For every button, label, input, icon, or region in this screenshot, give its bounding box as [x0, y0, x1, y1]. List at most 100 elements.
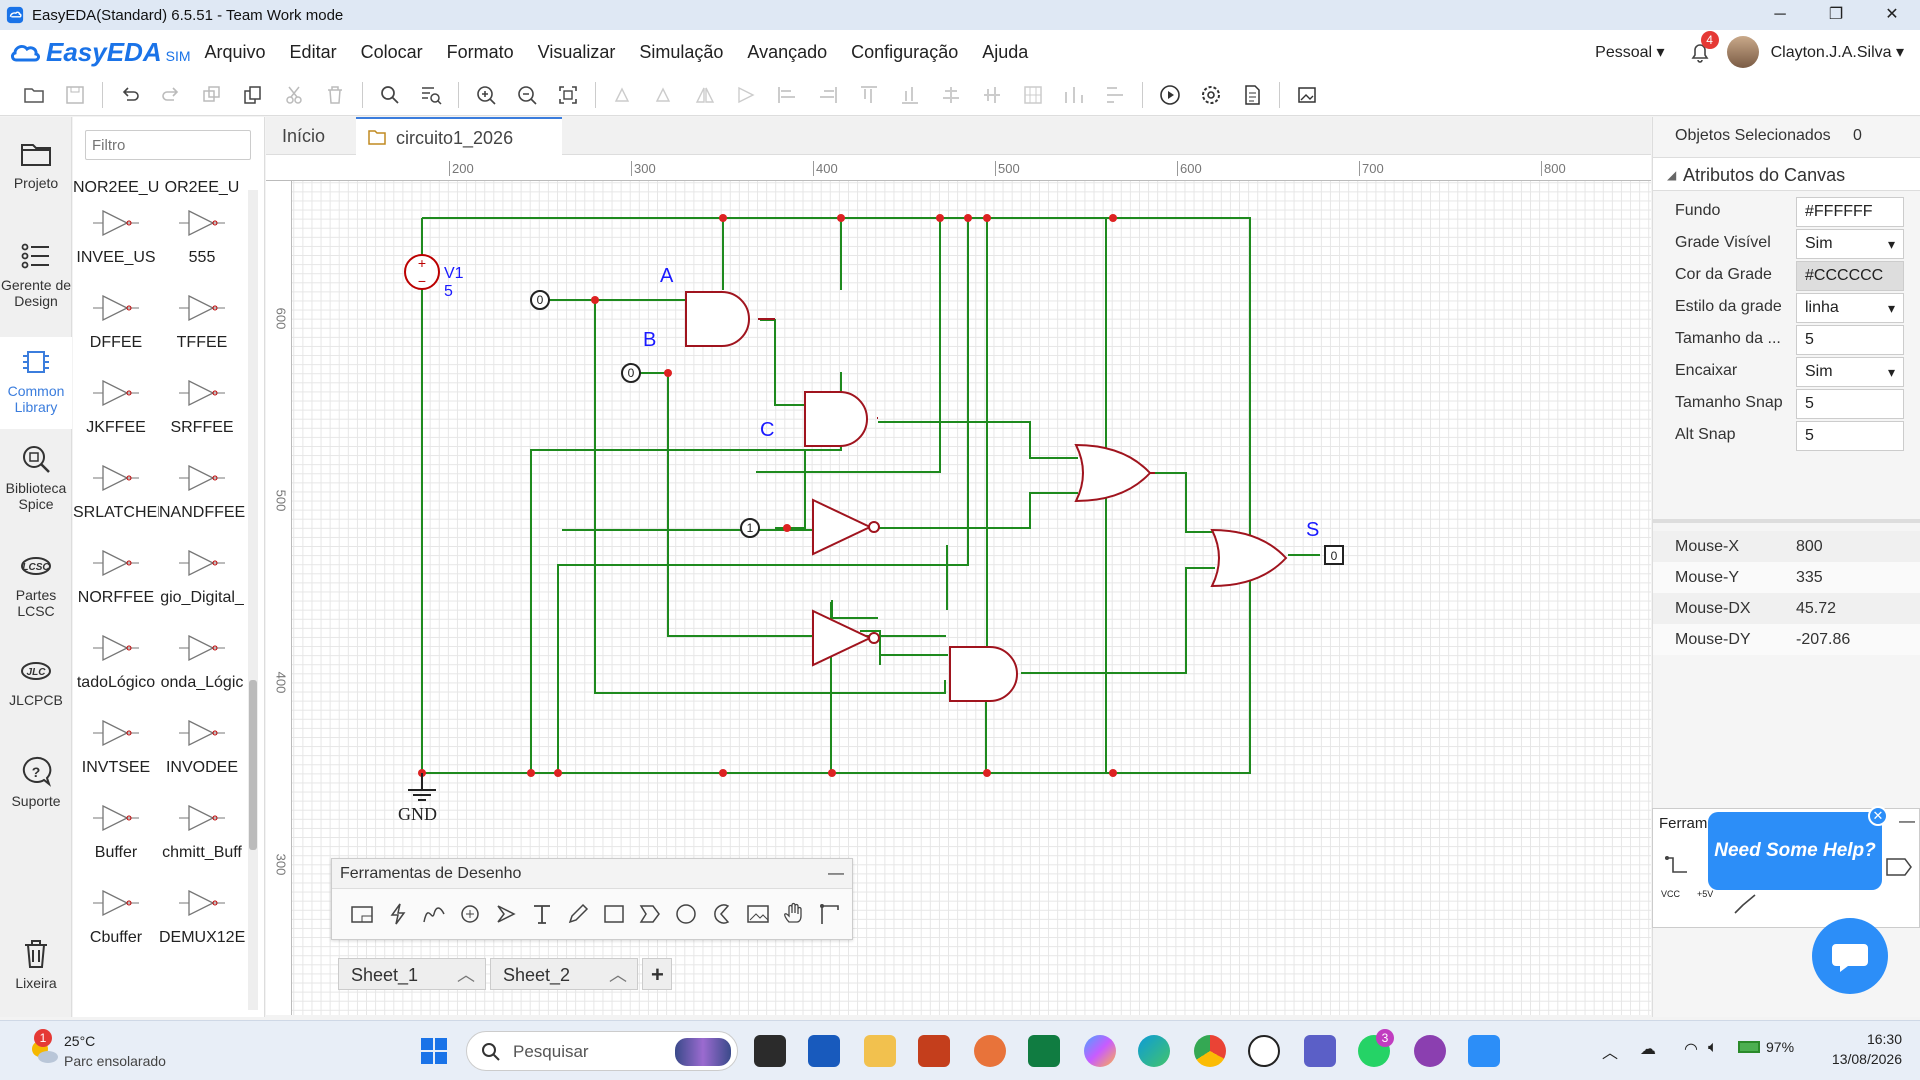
sheet-tab-2[interactable]: Sheet_2︿	[490, 958, 638, 990]
tab-circuito[interactable]: circuito1_2026	[356, 117, 562, 155]
tool-pan[interactable]	[776, 897, 812, 931]
nav-suporte[interactable]: ? Suporte	[0, 755, 72, 809]
teams-icon[interactable]	[1304, 1035, 1336, 1067]
tool-pie[interactable]	[704, 897, 740, 931]
export-image-button[interactable]	[1293, 81, 1321, 109]
library-item[interactable]: gio_Digital_	[159, 541, 245, 626]
property-value[interactable]: 5	[1796, 421, 1904, 451]
help-close-button[interactable]: ✕	[1868, 806, 1888, 826]
tool-image[interactable]	[740, 897, 776, 931]
library-item[interactable]: INVODEE	[159, 711, 245, 796]
menu-arquivo[interactable]: Arquivo	[204, 41, 266, 62]
tool-rectangle[interactable]	[596, 897, 632, 931]
wire-tool-icon[interactable]	[1663, 854, 1691, 878]
library-item[interactable]: NORFFEE	[73, 541, 159, 626]
library-item[interactable]: TFFEE	[159, 286, 245, 371]
distribute-v-button[interactable]	[1101, 81, 1129, 109]
close-button[interactable]: ✕	[1885, 6, 1899, 23]
library-item[interactable]: INVEE_US	[73, 201, 159, 286]
battery-icon[interactable]	[1738, 1041, 1760, 1053]
menu-editar[interactable]: Editar	[289, 41, 337, 62]
library-item[interactable]: onda_Lógic	[159, 626, 245, 711]
volume-icon[interactable]: 🔈︎	[1708, 1039, 1718, 1056]
notifications-button[interactable]: 4	[1687, 31, 1719, 65]
library-item[interactable]: JKFFEE	[73, 371, 159, 456]
tool-canvas-origin[interactable]	[812, 897, 848, 931]
library-item[interactable]: DFFEE	[73, 286, 159, 371]
property-value[interactable]: Sim	[1796, 357, 1904, 387]
nav-partes-lcsc[interactable]: LCSC Partes LCSC	[0, 549, 72, 619]
save-button[interactable]	[61, 81, 89, 109]
ferram-minimize[interactable]: —	[1899, 813, 1915, 830]
tool-ellipse[interactable]	[668, 897, 704, 931]
align-center-v-button[interactable]	[978, 81, 1006, 109]
property-value[interactable]: linha	[1796, 293, 1904, 323]
logic-gates[interactable]	[685, 291, 1288, 702]
drawing-tools-minimize[interactable]: —	[828, 865, 844, 882]
copilot-icon[interactable]	[1084, 1035, 1116, 1067]
property-value[interactable]: #CCCCCC	[1796, 261, 1904, 291]
distribute-h-button[interactable]	[1060, 81, 1088, 109]
chat-button[interactable]	[1812, 918, 1888, 994]
flip-h-button[interactable]	[691, 81, 719, 109]
menu-visualizar[interactable]: Visualizar	[537, 41, 616, 62]
tool-bezier[interactable]	[416, 897, 452, 931]
taskbar-search[interactable]: Pesquisar	[466, 1031, 738, 1071]
user-name[interactable]: Clayton.J.A.Silva ▾	[1770, 44, 1904, 61]
library-item[interactable]: SRFFEE	[159, 371, 245, 456]
menu-configuracao[interactable]: Configuração	[851, 41, 959, 62]
tray-chevron-up-icon[interactable]: ︿	[1602, 1045, 1619, 1062]
nav-common-library[interactable]: Common Library	[0, 337, 72, 429]
tool-arc[interactable]	[452, 897, 488, 931]
sheet-tab-1[interactable]: Sheet_1︿	[338, 958, 486, 990]
tab-inicio[interactable]: Início	[282, 126, 326, 146]
edge-icon[interactable]	[1138, 1035, 1170, 1067]
word-icon[interactable]	[808, 1035, 840, 1067]
wifi-icon[interactable]: ◠	[1684, 1041, 1698, 1058]
excel-icon[interactable]	[1028, 1035, 1060, 1067]
flip-v-button[interactable]	[732, 81, 760, 109]
property-value[interactable]: #FFFFFF	[1796, 197, 1904, 227]
nav-lixeira[interactable]: Lixeira	[0, 937, 72, 991]
netlist-button[interactable]	[1238, 81, 1266, 109]
library-scrollbar[interactable]	[248, 190, 258, 1010]
file-explorer-icon[interactable]	[864, 1035, 896, 1067]
library-item[interactable]: SRLATCHER	[73, 456, 159, 541]
chatgpt-icon[interactable]	[1248, 1035, 1280, 1067]
align-top-button[interactable]	[855, 81, 883, 109]
nav-gerente-design[interactable]: Gerente de Design	[0, 239, 72, 309]
plus5v-tool[interactable]: +5V	[1697, 889, 1714, 899]
tool-polygon[interactable]	[632, 897, 668, 931]
library-item[interactable]: OR2EE_U	[159, 179, 245, 201]
add-sheet-button[interactable]: +	[642, 958, 672, 990]
menu-simulacao[interactable]: Simulação	[639, 41, 724, 62]
tool-text[interactable]	[524, 897, 560, 931]
menu-colocar[interactable]: Colocar	[360, 41, 423, 62]
tool-freehand[interactable]	[560, 897, 596, 931]
zoom-out-button[interactable]	[513, 81, 541, 109]
workspace-select[interactable]: Pessoal ▾	[1595, 44, 1665, 61]
nav-projeto[interactable]: Projeto	[0, 137, 72, 191]
align-center-h-button[interactable]	[937, 81, 965, 109]
minimize-button[interactable]: ─	[1774, 6, 1786, 23]
cloud-icon[interactable]: ☁	[1640, 1041, 1656, 1058]
nav-biblioteca-spice[interactable]: Biblioteca Spice	[0, 442, 72, 512]
library-item[interactable]: NANDFFEE	[159, 456, 245, 541]
menu-formato[interactable]: Formato	[446, 41, 514, 62]
canvas-attributes-header[interactable]: ◢ Atributos do Canvas	[1653, 157, 1920, 191]
netflag-tool-icon[interactable]	[1885, 857, 1913, 877]
clock-date[interactable]: 13/08/2026	[1831, 1051, 1902, 1067]
duplicate-button[interactable]	[198, 81, 226, 109]
redo-button[interactable]	[157, 81, 185, 109]
nav-jlcpcb[interactable]: JLC JLCPCB	[0, 654, 72, 708]
align-left-button[interactable]	[773, 81, 801, 109]
library-item[interactable]: INVTSEE	[73, 711, 159, 796]
maximize-button[interactable]: ❐	[1828, 6, 1844, 23]
vcc-tool[interactable]: VCC	[1661, 889, 1681, 899]
align-right-button[interactable]	[814, 81, 842, 109]
run-simulation-button[interactable]	[1156, 81, 1184, 109]
tool-polyline[interactable]	[380, 897, 416, 931]
fit-button[interactable]	[554, 81, 582, 109]
tool-arrow[interactable]	[488, 897, 524, 931]
undo-button[interactable]	[116, 81, 144, 109]
